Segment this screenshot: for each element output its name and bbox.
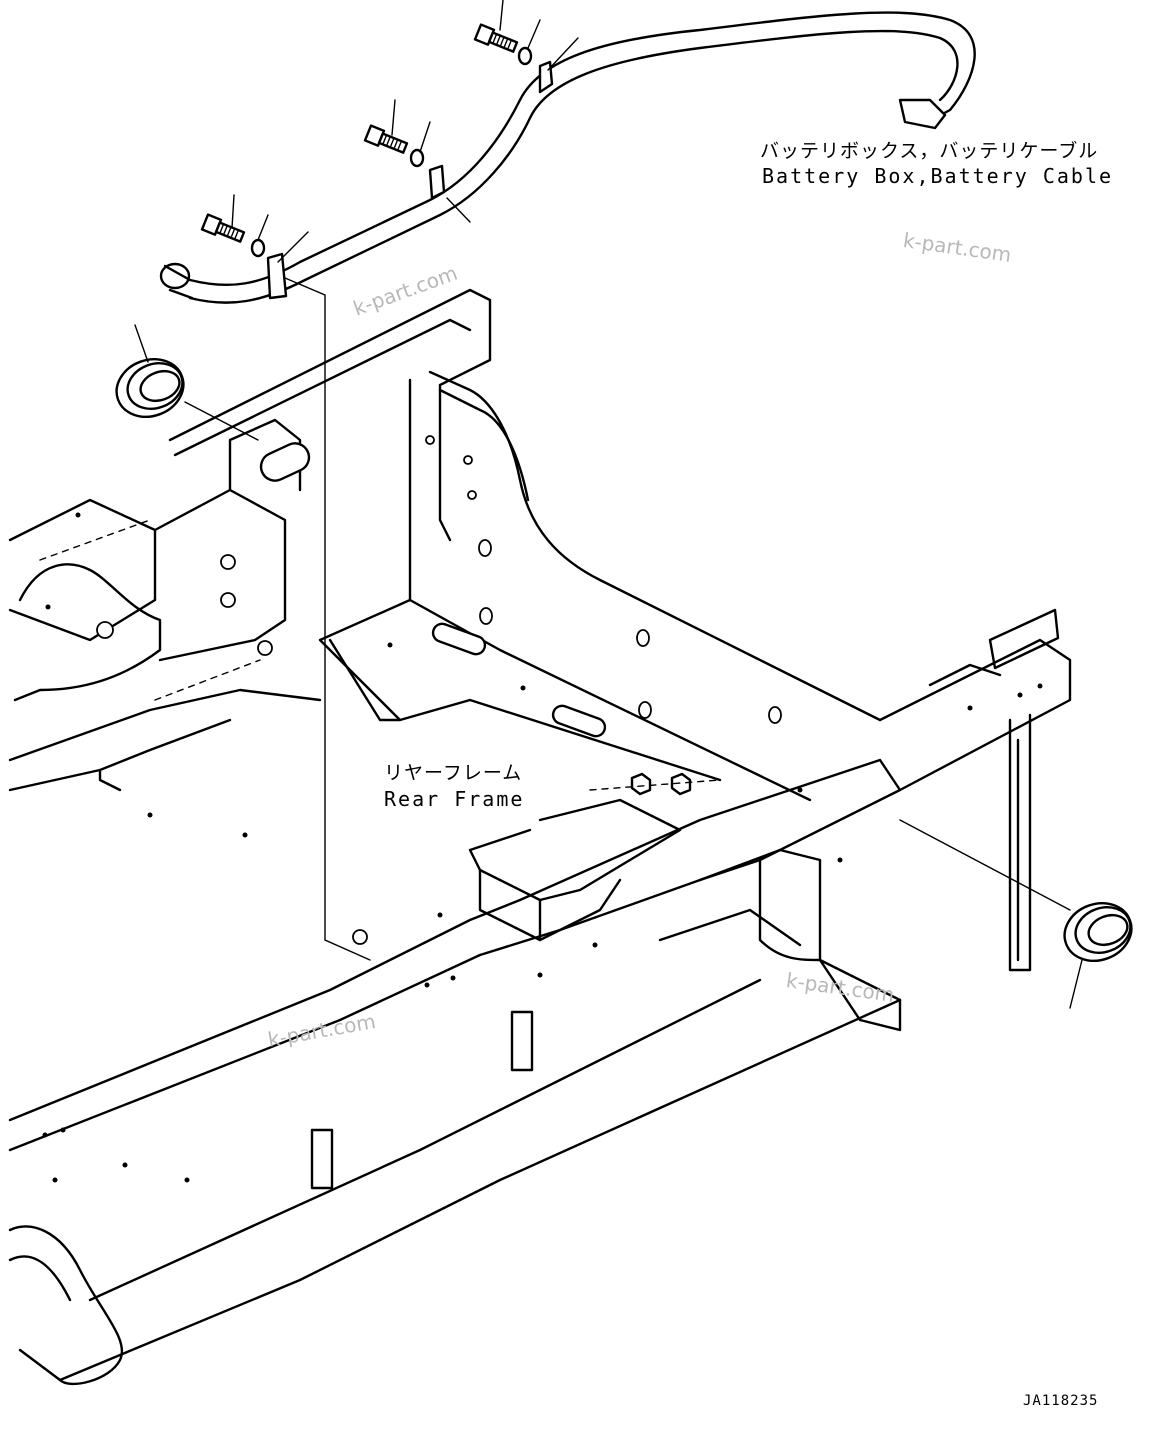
bolt [473, 23, 519, 53]
clamp [538, 60, 554, 94]
bolt [363, 124, 409, 154]
rail-bracket [510, 1010, 534, 1072]
leader-clamp [284, 277, 371, 961]
battery-cable [159, 11, 976, 304]
drawing-code: JA118235 [1023, 1393, 1099, 1409]
washer [250, 238, 266, 258]
slot [431, 622, 487, 656]
battery-label-jp: バッテリボックス，バッテリケーブル [760, 140, 1099, 162]
fastener-set-low [200, 194, 309, 300]
grommet-left [115, 324, 259, 441]
fastener-set-top [473, 0, 579, 94]
rear-frame-label-en: Rear Frame [384, 787, 525, 811]
bolt [200, 213, 246, 243]
clamp [428, 164, 446, 200]
washer [409, 148, 425, 168]
fastener-set-mid [363, 99, 471, 223]
rear-frame [8, 288, 1072, 1386]
frame-holes [96, 435, 782, 945]
rail-bracket [310, 1128, 334, 1190]
grommet-right [899, 819, 1133, 1009]
cable-terminal-left [159, 262, 191, 290]
washer [517, 46, 533, 66]
frame-dots [42, 512, 1043, 1183]
hex-nuts [630, 772, 692, 796]
slot [259, 442, 311, 482]
cable-terminal-right [898, 98, 947, 130]
slot [551, 704, 607, 738]
rear-frame-label-jp: リヤーフレーム [384, 762, 523, 784]
clamp [266, 252, 288, 300]
battery-label-en: Battery Box,Battery Cable [762, 164, 1114, 188]
